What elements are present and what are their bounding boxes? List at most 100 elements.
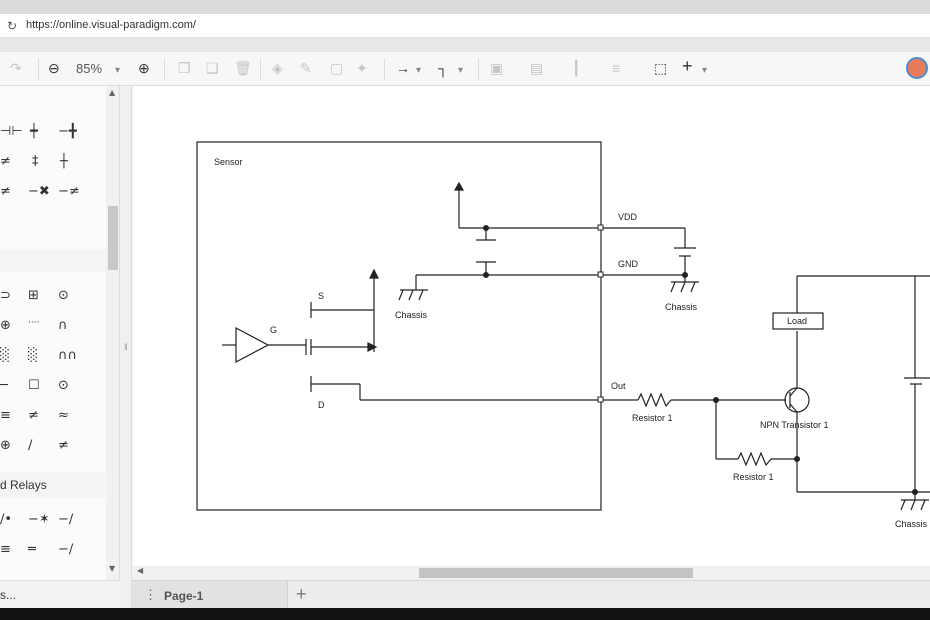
sidebar-section-relays[interactable]: d Relays bbox=[0, 472, 106, 498]
toolbar-divider bbox=[260, 58, 261, 80]
relay-shape-icon[interactable]: −∕ bbox=[58, 542, 74, 557]
horizontal-scrollbar[interactable]: ◀ bbox=[133, 566, 930, 580]
url-text[interactable]: https://online.visual-paradigm.com/ bbox=[26, 19, 196, 31]
arrange-icon[interactable]: ▤ bbox=[530, 60, 544, 76]
splitter-grip-icon[interactable]: ‖ bbox=[124, 342, 128, 352]
capacitor-shape-icon[interactable]: −✖ bbox=[28, 184, 50, 199]
sidebar-scroll-thumb[interactable] bbox=[108, 206, 118, 270]
capacitor-shape-icon[interactable]: −╋ bbox=[58, 124, 77, 139]
add-page-icon[interactable]: + bbox=[296, 584, 307, 604]
inductor-shape-icon[interactable]: ≈ bbox=[58, 408, 69, 423]
inductor-shape-icon[interactable]: ⊃ bbox=[0, 288, 11, 303]
delete-icon[interactable]: 🗑 bbox=[234, 60, 252, 76]
capacitor-shape-icon[interactable]: −≠ bbox=[58, 184, 80, 199]
inductor-shape-icon[interactable]: ░ bbox=[0, 348, 10, 363]
line-color-icon[interactable]: ✎ bbox=[300, 60, 312, 76]
waypoint-dropdown-icon[interactable]: ▾ bbox=[458, 65, 464, 76]
page-tab-bar: ⋮ Page-1 + bbox=[132, 580, 930, 609]
capacitor-shape-icon[interactable]: ┼ bbox=[60, 154, 68, 169]
horizontal-scroll-thumb[interactable] bbox=[419, 568, 693, 578]
inductor-shape-icon[interactable]: ⊞ bbox=[28, 288, 39, 303]
screen-bottom-bar bbox=[0, 608, 930, 620]
scroll-left-icon[interactable]: ◀ bbox=[137, 566, 144, 575]
schematic-drawing[interactable]: Sensor VDD GND Out S G D Chassis Chassis… bbox=[133, 86, 930, 566]
drain-label: D bbox=[318, 400, 325, 410]
relay-shape-icon[interactable]: ═ bbox=[28, 542, 36, 557]
toolbar-divider bbox=[164, 58, 165, 80]
gnd-label: GND bbox=[618, 259, 639, 269]
scroll-down-icon[interactable]: ▼ bbox=[109, 564, 116, 573]
browser-strip bbox=[0, 38, 930, 52]
capacitor-shape-icon[interactable]: ≠ bbox=[0, 154, 11, 169]
resistor-label-1: Resistor 1 bbox=[632, 413, 673, 423]
sensor-box[interactable] bbox=[196, 141, 602, 511]
inductor-shape-icon[interactable]: ∩∩ bbox=[58, 348, 78, 363]
sensor-label: Sensor bbox=[214, 157, 243, 167]
copy-icon[interactable]: ❐ bbox=[178, 60, 191, 76]
fill-color-icon[interactable]: ◈ bbox=[272, 60, 283, 76]
fit-icon[interactable]: ⬚ bbox=[654, 60, 668, 76]
tab-page-1[interactable]: ⋮ Page-1 bbox=[132, 581, 288, 609]
inductor-shape-icon[interactable]: ─ bbox=[0, 378, 8, 393]
add-icon[interactable]: + bbox=[682, 56, 693, 76]
inductor-shape-icon[interactable]: ≡ bbox=[0, 408, 11, 423]
zoom-out-icon[interactable]: ⊖ bbox=[48, 60, 60, 76]
connector-dropdown-icon[interactable]: ▾ bbox=[416, 65, 422, 76]
toolbar-divider bbox=[38, 58, 39, 80]
align-icon[interactable]: ┃ bbox=[572, 60, 581, 76]
source-label: S bbox=[318, 291, 324, 301]
capacitor-shape-icon[interactable]: ⊣⊢ bbox=[0, 124, 23, 139]
gate-label: G bbox=[270, 325, 277, 335]
connector-style-icon[interactable]: → bbox=[396, 60, 410, 76]
inductor-shape-icon[interactable]: ░ bbox=[28, 348, 38, 363]
transistor-label: NPN Transistor 1 bbox=[760, 420, 829, 430]
load-box[interactable] bbox=[772, 312, 824, 330]
inductor-shape-icon[interactable]: ≠ bbox=[28, 408, 39, 423]
distribute-icon[interactable]: ≡ bbox=[612, 60, 621, 76]
transformer-shape-icon[interactable]: ⊙ bbox=[58, 378, 69, 393]
chassis-label-3: Chassis bbox=[895, 519, 928, 529]
sidebar-scrollbar[interactable] bbox=[106, 86, 119, 580]
scroll-up-icon[interactable]: ▲ bbox=[109, 88, 116, 97]
sidebar-section-header[interactable] bbox=[0, 250, 106, 272]
paste-icon[interactable]: ❑ bbox=[206, 60, 219, 76]
relay-shape-icon[interactable]: −✶ bbox=[28, 512, 50, 527]
inductor-shape-icon[interactable]: ∩ bbox=[58, 318, 68, 333]
tab-page-1-label: Page-1 bbox=[164, 589, 204, 603]
more-shapes-link[interactable]: s... bbox=[0, 588, 17, 602]
address-bar[interactable]: ↻ https://online.visual-paradigm.com/ bbox=[0, 14, 930, 38]
tab-menu-icon[interactable]: ⋮ bbox=[144, 587, 157, 602]
inductor-shape-icon[interactable]: ⊕ bbox=[0, 318, 11, 333]
zoom-in-icon[interactable]: ⊕ bbox=[138, 60, 150, 76]
zoom-level[interactable]: 85% bbox=[76, 61, 103, 76]
app-logo-icon[interactable] bbox=[906, 57, 928, 79]
relay-shape-icon[interactable]: −∕ bbox=[58, 512, 74, 527]
shape-sidebar: ⊣⊢ ┿ −╋ ≠ ‡ ┼ ≠ −✖ −≠ ⊃ ⊞ ⊙ ⊕ ···· ∩ ░ ░… bbox=[0, 86, 120, 580]
capacitor-shape-icon[interactable]: ┿ bbox=[30, 124, 38, 139]
waypoint-style-icon[interactable]: ┐ bbox=[438, 60, 448, 76]
diagram-canvas[interactable]: Sensor VDD GND Out S G D Chassis Chassis… bbox=[133, 86, 930, 566]
add-dropdown-icon[interactable]: ▾ bbox=[702, 65, 708, 76]
redo-icon[interactable]: ↷ bbox=[10, 60, 22, 76]
sidebar-footer[interactable]: s... bbox=[0, 580, 132, 608]
transformer-shape-icon[interactable]: ⊙ bbox=[58, 288, 69, 303]
capacitor-shape-icon[interactable]: ‡ bbox=[32, 154, 39, 169]
chassis-label-1: Chassis bbox=[395, 310, 428, 320]
relay-shape-icon[interactable]: ≡ bbox=[0, 542, 11, 557]
inductor-shape-icon[interactable]: ⊕ bbox=[0, 438, 11, 453]
group-icon[interactable]: ▣ bbox=[490, 60, 504, 76]
inductor-shape-icon[interactable]: ☐ bbox=[28, 378, 40, 393]
load-label: Load bbox=[787, 316, 807, 326]
relay-shape-icon[interactable]: ∕• bbox=[0, 512, 13, 527]
shadow-icon[interactable]: ▢ bbox=[330, 60, 344, 76]
inductor-shape-icon[interactable]: ≠ bbox=[58, 438, 69, 453]
toolbar-divider bbox=[478, 58, 479, 80]
sidebar-splitter[interactable]: ‖ bbox=[120, 86, 132, 608]
capacitor-shape-icon[interactable]: ≠ bbox=[0, 184, 11, 199]
reload-icon[interactable]: ↻ bbox=[7, 19, 18, 33]
zoom-dropdown-icon[interactable]: ▾ bbox=[115, 65, 121, 76]
browser-top-strip bbox=[0, 0, 930, 14]
inductor-shape-icon[interactable]: ···· bbox=[28, 318, 40, 328]
format-painter-icon[interactable]: ✦ bbox=[356, 60, 368, 76]
inductor-shape-icon[interactable]: ∕ bbox=[28, 438, 33, 453]
